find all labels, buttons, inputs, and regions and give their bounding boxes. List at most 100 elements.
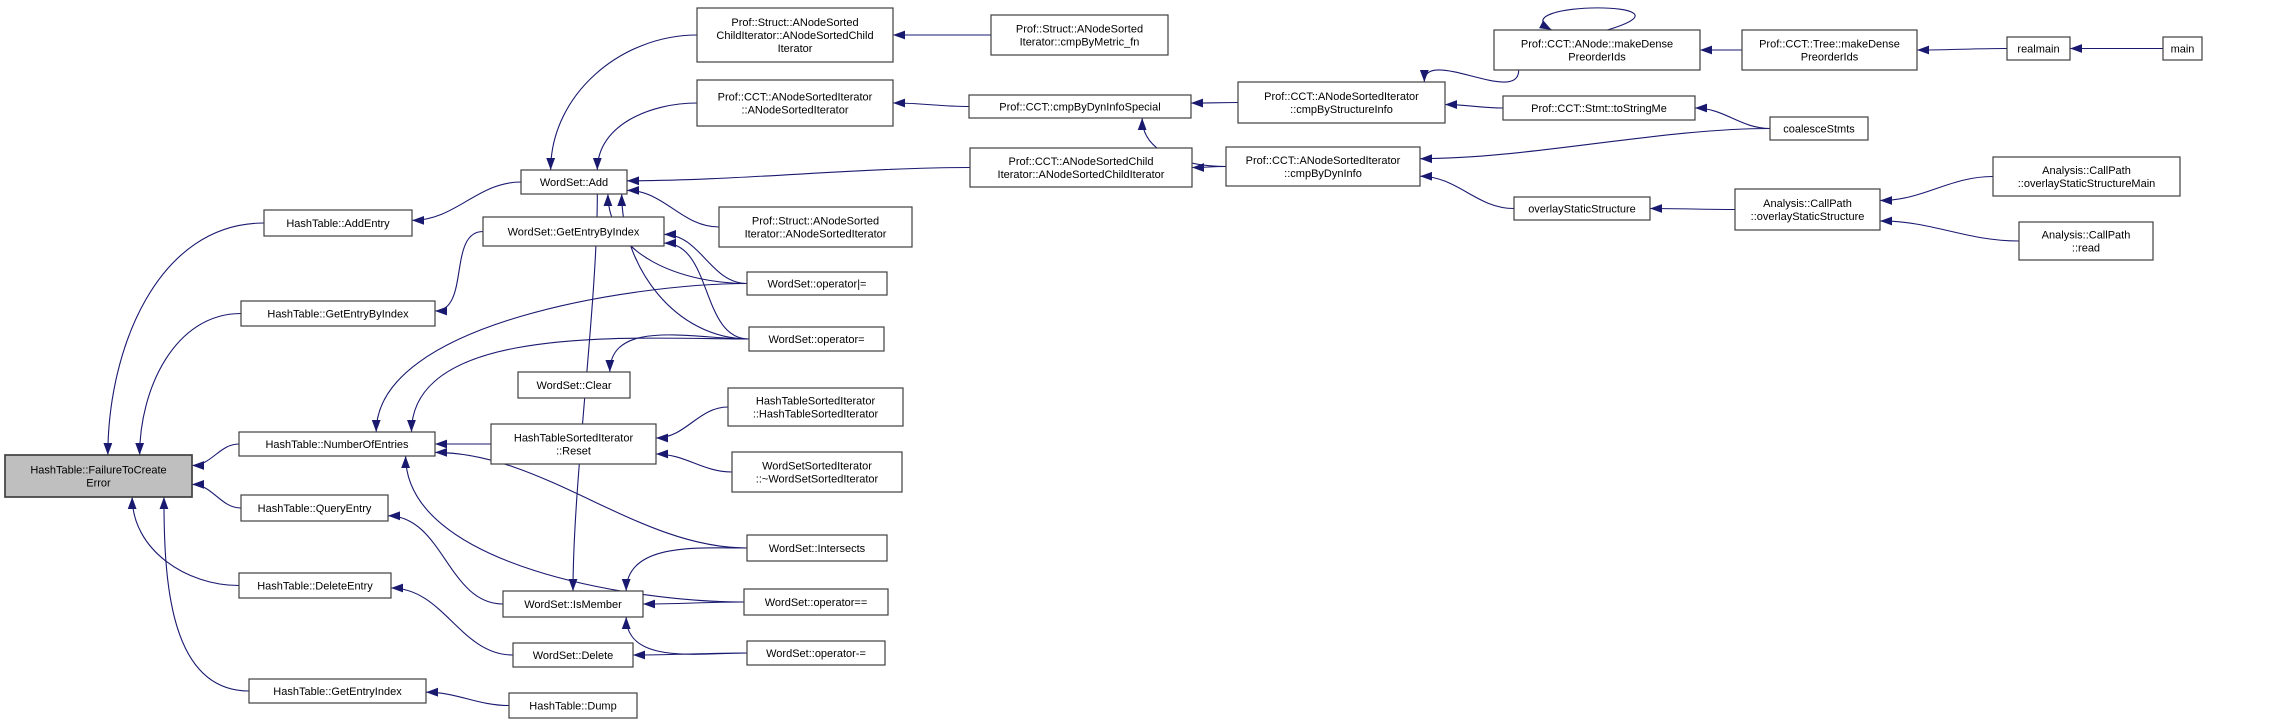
- edge-op-eq-numentries: [401, 455, 745, 603]
- edge-op-minus-ws-delete: [632, 650, 748, 660]
- node-box-cp-read[interactable]: [2018, 221, 2154, 261]
- edge-intersects-ismember: [621, 547, 748, 592]
- node-getentryindex[interactable]: HashTable::GetEntryIndex: [248, 678, 427, 704]
- node-box-struct-child-ctor[interactable]: [696, 7, 894, 63]
- node-ws-add[interactable]: WordSet::Add: [520, 169, 628, 195]
- node-wssi-dtor[interactable]: WordSetSortedIterator::~WordSetSortedIte…: [731, 451, 903, 493]
- node-box-op-eq[interactable]: [743, 588, 889, 616]
- node-numentries[interactable]: HashTable::NumberOfEntries: [238, 431, 436, 457]
- node-box-struct-iter-ctor[interactable]: [718, 206, 913, 248]
- node-box-dump[interactable]: [508, 692, 638, 719]
- node-box-addentry[interactable]: [263, 209, 413, 237]
- node-box-realmain[interactable]: [2006, 36, 2071, 61]
- node-box-reset[interactable]: [490, 423, 657, 465]
- node-box-cmpstruct[interactable]: [1237, 81, 1446, 124]
- node-label-overlay: overlayStaticStructure: [1528, 204, 1636, 216]
- node-box-getentryindex[interactable]: [248, 678, 427, 704]
- node-box-deleteentry[interactable]: [238, 572, 392, 599]
- edge-cmpdyn-special-cct-iter-ctor: [892, 98, 970, 108]
- node-ws-gebi[interactable]: WordSet::GetEntryByIndex: [482, 216, 665, 247]
- node-overlay[interactable]: overlayStaticStructure: [1513, 196, 1651, 221]
- edge-struct-child-ctor-ws-add: [546, 34, 698, 171]
- node-cct-iter-ctor[interactable]: Prof::CCT::ANodeSortedIterator::ANodeSor…: [696, 79, 894, 127]
- node-realmain[interactable]: realmain: [2006, 36, 2071, 61]
- node-box-coalesce[interactable]: [1769, 116, 1869, 141]
- edge-makedense-anode-makedense-anode: [1539, 7, 1636, 31]
- node-box-intersects[interactable]: [746, 534, 888, 562]
- node-label-queryentry: HashTable::QueryEntry: [258, 503, 372, 515]
- node-box-cmpdyn-special[interactable]: [968, 94, 1192, 119]
- node-deleteentry[interactable]: HashTable::DeleteEntry: [238, 572, 392, 599]
- node-box-overlay[interactable]: [1513, 196, 1651, 221]
- node-box-queryentry[interactable]: [240, 494, 389, 522]
- node-box-op-minus[interactable]: [746, 640, 886, 666]
- edge-ws-gebi-ht-gebi: [434, 230, 484, 316]
- edge-ws-delete-deleteentry: [390, 583, 514, 656]
- node-box-wssi-dtor[interactable]: [731, 451, 903, 493]
- node-label-deleteentry: HashTable::DeleteEntry: [257, 581, 373, 593]
- node-box-htsi-ctor[interactable]: [727, 387, 904, 427]
- node-tostringme[interactable]: Prof::CCT::Stmt::toStringMe: [1502, 95, 1696, 121]
- node-dump[interactable]: HashTable::Dump: [508, 692, 638, 719]
- node-box-op-or[interactable]: [746, 271, 888, 296]
- node-box-cct-child-ctor[interactable]: [969, 147, 1193, 188]
- node-cmpdyn[interactable]: Prof::CCT::ANodeSortedIterator::cmpByDyn…: [1225, 146, 1421, 187]
- node-cp-overlay-main[interactable]: Analysis::CallPath::overlayStaticStructu…: [1992, 156, 2181, 197]
- node-cp-overlay[interactable]: Analysis::CallPath::overlayStaticStructu…: [1734, 188, 1881, 231]
- node-main[interactable]: main: [2162, 36, 2203, 61]
- node-box-ht-gebi[interactable]: [240, 300, 436, 327]
- node-htsi-ctor[interactable]: HashTableSortedIterator::HashTableSorted…: [727, 387, 904, 427]
- edge-cmpstruct-cmpdyn-special: [1190, 98, 1239, 108]
- node-box-op-assign[interactable]: [748, 326, 885, 352]
- node-box-main[interactable]: [2162, 36, 2203, 61]
- node-op-minus[interactable]: WordSet::operator-=: [746, 640, 886, 666]
- node-label-op-minus: WordSet::operator-=: [766, 648, 866, 660]
- node-box-cct-iter-ctor[interactable]: [696, 79, 894, 127]
- edge-makedense-anode-cmpstruct: [1419, 69, 1520, 83]
- node-ws-clear[interactable]: WordSet::Clear: [517, 371, 631, 399]
- node-coalesce[interactable]: coalesceStmts: [1769, 116, 1869, 141]
- node-op-assign[interactable]: WordSet::operator=: [748, 326, 885, 352]
- node-cmpdyn-special[interactable]: Prof::CCT::cmpByDynInfoSpecial: [968, 94, 1192, 119]
- edge-struct-iter-ctor-ws-add: [626, 186, 720, 228]
- node-box-ismember[interactable]: [502, 590, 644, 618]
- node-ws-delete[interactable]: WordSet::Delete: [512, 642, 634, 668]
- node-box-numentries[interactable]: [238, 431, 436, 457]
- node-box-cp-overlay[interactable]: [1734, 188, 1881, 231]
- node-label-ws-add: WordSet::Add: [540, 177, 608, 189]
- node-ht-gebi[interactable]: HashTable::GetEntryByIndex: [240, 300, 436, 327]
- node-queryentry[interactable]: HashTable::QueryEntry: [240, 494, 389, 522]
- node-reset[interactable]: HashTableSortedIterator::Reset: [490, 423, 657, 465]
- node-box-ws-gebi[interactable]: [482, 216, 665, 247]
- node-box-ws-add[interactable]: [520, 169, 628, 195]
- node-intersects[interactable]: WordSet::Intersects: [746, 534, 888, 562]
- node-cmpstruct[interactable]: Prof::CCT::ANodeSortedIterator::cmpByStr…: [1237, 81, 1446, 124]
- node-box-cmpbymetric[interactable]: [990, 14, 1169, 56]
- node-ismember[interactable]: WordSet::IsMember: [502, 590, 644, 618]
- node-box-tostringme[interactable]: [1502, 95, 1696, 121]
- node-box-ws-clear[interactable]: [517, 371, 631, 399]
- edge-ht-gebi-root: [135, 312, 242, 456]
- node-box-cp-overlay-main[interactable]: [1992, 156, 2181, 197]
- edge-getentryindex-root: [159, 496, 250, 692]
- edge-op-or-numentries: [371, 282, 748, 433]
- node-cp-read[interactable]: Analysis::CallPath::read: [2018, 221, 2154, 261]
- node-op-or[interactable]: WordSet::operator|=: [746, 271, 888, 296]
- node-op-eq[interactable]: WordSet::operator==: [743, 588, 889, 616]
- edge-tostringme-cmpstruct: [1444, 100, 1504, 109]
- node-box-tree-makedense[interactable]: [1741, 29, 1918, 71]
- node-box-ws-delete[interactable]: [512, 642, 634, 668]
- node-box-makedense-anode[interactable]: [1493, 29, 1701, 71]
- edges-layer: [103, 7, 2163, 707]
- node-addentry[interactable]: HashTable::AddEntry: [263, 209, 413, 237]
- node-box-cmpdyn[interactable]: [1225, 146, 1421, 187]
